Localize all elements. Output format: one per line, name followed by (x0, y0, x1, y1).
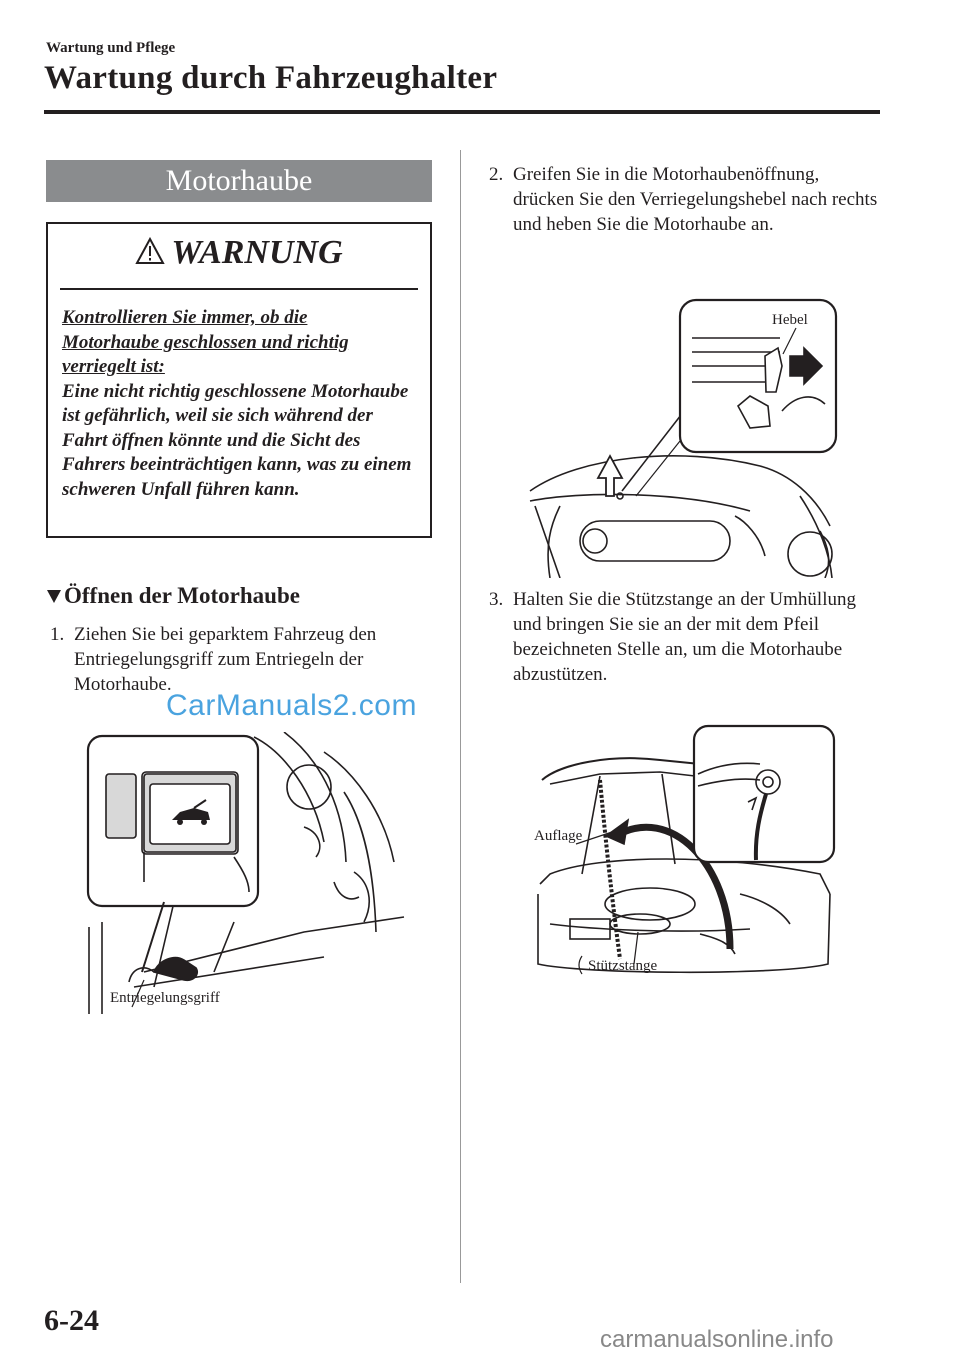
header-divider (44, 110, 880, 114)
page-title: Wartung durch Fahrzeughalter (44, 60, 498, 96)
section-title: Motorhaube (46, 160, 432, 202)
warning-lead-2: Motorhaube geschlossen und richtig (62, 331, 349, 353)
step-3-number: 3. (489, 589, 504, 610)
lever-label: Hebel (772, 312, 808, 328)
chapter-subtitle: Wartung und Pflege (46, 40, 176, 56)
step-1-text: Ziehen Sie bei geparktem Fahrzeug den En… (74, 624, 377, 695)
rod-label: Stützstange (588, 958, 658, 974)
warning-divider (60, 288, 418, 290)
hood-lever-illustration (520, 296, 840, 579)
release-handle-label: Entriegelungsgriff (110, 990, 220, 1006)
warning-lead-1: Kontrollieren Sie immer, ob die (62, 307, 308, 328)
warning-text: Kontrollieren Sie immer, ob die Motorhau… (62, 306, 422, 502)
warning-body: Eine nicht richtig geschlossene Motorhau… (62, 380, 412, 500)
column-divider (460, 150, 461, 1283)
footer-watermark: carmanualsonline.info (600, 1326, 834, 1353)
step-2: 2. Greifen Sie in die Motorhaubenöffnung… (489, 162, 879, 237)
support-label: Auflage (534, 828, 583, 844)
warning-lead-3: verriegelt ist: (62, 356, 165, 377)
support-rod-illustration (520, 724, 840, 990)
step-3: 3. Halten Sie die Stützstange an der Umh… (489, 587, 879, 687)
step-1: 1. Ziehen Sie bei geparktem Fahrzeug den… (50, 622, 436, 697)
release-handle-illustration (84, 731, 414, 1014)
warning-triangle-icon (135, 236, 166, 264)
triangle-bullet-icon (47, 590, 61, 603)
step-1-number: 1. (50, 624, 65, 645)
step-2-text: Greifen Sie in die Motorhaubenöffnung, d… (513, 164, 878, 235)
step-2-number: 2. (489, 164, 504, 185)
warning-heading: WARNUNG (48, 234, 430, 272)
step-3-text: Halten Sie die Stützstange an der Umhüll… (513, 589, 856, 685)
subsection-title: Öffnen der Motorhaube (64, 583, 300, 608)
page-number: 6-24 (44, 1304, 99, 1337)
subsection-heading: Öffnen der Motorhaube (46, 583, 300, 609)
watermark-text: CarManuals2.com (166, 689, 417, 722)
warning-heading-text: WARNUNG (171, 234, 343, 271)
warning-box: WARNUNG Kontrollieren Sie immer, ob die … (46, 222, 432, 538)
